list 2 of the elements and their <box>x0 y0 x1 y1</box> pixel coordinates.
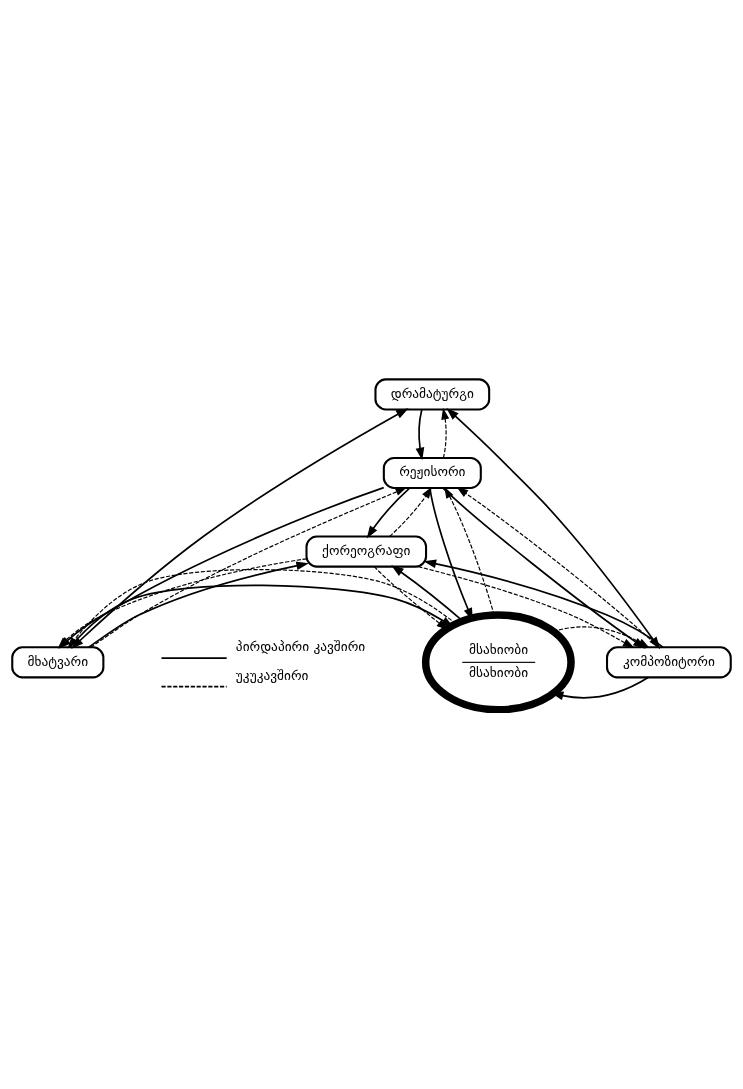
legend-label: პირდაპირი კავშირი <box>235 639 366 655</box>
legend-label: უკუკავშირი <box>235 667 309 683</box>
